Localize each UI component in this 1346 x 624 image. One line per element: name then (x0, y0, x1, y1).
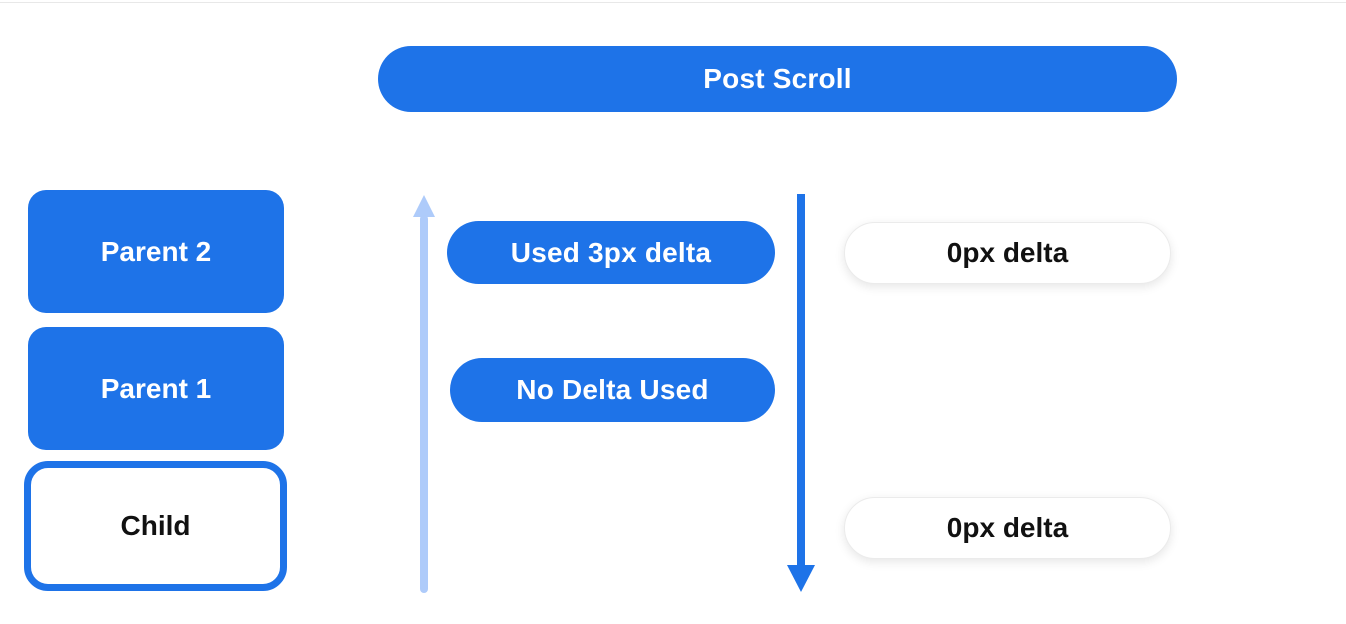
pill-used-3px-delta-label: Used 3px delta (510, 236, 712, 268)
up-arrow-shaft (420, 215, 428, 593)
post-scroll-banner-label: Post Scroll (703, 63, 852, 94)
node-parent-2: Parent 2 (28, 190, 284, 313)
pill-0px-delta-top: 0px delta (844, 222, 1171, 284)
node-parent-2-label: Parent 2 (100, 235, 212, 267)
pill-0px-delta-bottom-label: 0px delta (946, 512, 1069, 543)
pill-used-3px-delta: Used 3px delta (447, 221, 775, 284)
top-hairline-divider (0, 2, 1346, 3)
down-arrow-shaft (797, 194, 805, 567)
down-arrow-head (787, 565, 815, 592)
pill-no-delta-used: No Delta Used (450, 358, 775, 422)
node-child: Child (24, 461, 287, 591)
pill-0px-delta-top-label: 0px delta (946, 237, 1069, 268)
up-arrow-icon (412, 195, 436, 593)
pill-no-delta-used-label: No Delta Used (516, 374, 709, 405)
up-arrow-head (413, 195, 435, 217)
node-parent-1: Parent 1 (28, 327, 284, 450)
node-child-label: Child (120, 510, 191, 541)
down-arrow-icon (787, 194, 815, 592)
pill-0px-delta-bottom: 0px delta (844, 497, 1171, 559)
node-parent-1-label: Parent 1 (100, 372, 212, 404)
post-scroll-banner: Post Scroll (378, 46, 1177, 112)
